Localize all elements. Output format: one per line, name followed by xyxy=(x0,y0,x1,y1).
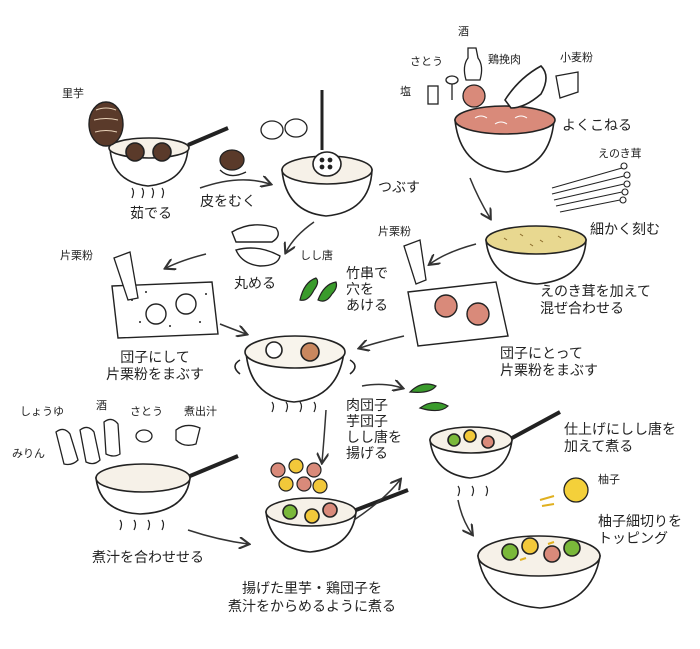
label-dango-ni-totte: 団子にとって片栗粉をまぶす xyxy=(500,346,598,379)
salt-shaker-icon xyxy=(427,85,439,105)
mirin-bottle-icon xyxy=(79,426,101,465)
label-satoimo: 里芋 xyxy=(62,87,84,100)
label-satou: さとう xyxy=(410,55,443,68)
label-sake: 酒 xyxy=(458,25,469,38)
serving-bowl-icon xyxy=(477,535,601,609)
flow-arrows xyxy=(166,178,490,544)
label-ageru: 肉団子芋団子しし唐を揚げる xyxy=(346,398,402,462)
fried-balls-icon xyxy=(270,458,328,494)
label-yuzu-topping: 柚子細切りをトッピング xyxy=(598,514,682,547)
label-yoku-koneru: よくこねる xyxy=(562,118,632,134)
shishito-pepper-2-icon xyxy=(408,383,449,412)
label-shio: 塩 xyxy=(400,85,411,98)
label-marumeru: 丸める xyxy=(234,276,276,292)
mashing-pot-icon xyxy=(281,90,373,217)
label-shiage: 仕上げにしし唐を加えて煮る xyxy=(564,422,676,455)
sugar-spoon-icon xyxy=(445,75,459,100)
hands-rolling-icon xyxy=(231,224,281,267)
label-kawa-wo-muku: 皮をむく xyxy=(200,194,256,210)
simmer-pan-icon xyxy=(265,488,409,553)
mixing-bowl-icon xyxy=(454,65,556,173)
ground-chicken-icon xyxy=(462,84,486,108)
frying-pot-icon xyxy=(234,335,356,413)
label-tsubusu: つぶす xyxy=(378,180,420,196)
label-agetatta: 揚げた里芋・鶏団子を煮汁をからめるように煮る xyxy=(228,581,396,615)
dashi-jug-icon xyxy=(175,424,201,446)
sugar-spoon-2-icon xyxy=(135,429,153,443)
label-nidashi: 煮出汁 xyxy=(184,405,217,418)
starch-bag-left-icon xyxy=(113,251,139,301)
label-sake-2: 酒 xyxy=(96,399,107,412)
label-shoyu: しょうゆ xyxy=(20,405,64,418)
finishing-pan-icon xyxy=(429,410,561,497)
label-toriniku: 鶏挽肉 xyxy=(488,53,521,66)
label-satou-2: さとう xyxy=(130,405,163,418)
label-yuzu: 柚子 xyxy=(598,473,620,486)
enoki-mushroom-icon xyxy=(551,162,631,213)
label-komakaku-kizamu: 細かく刻む xyxy=(590,222,660,238)
starch-bag-right-icon xyxy=(403,239,427,285)
label-nijiru-awaseru: 煮汁を合わせせる xyxy=(92,550,204,566)
label-komugiko: 小麦粉 xyxy=(560,51,593,64)
boiling-pot-icon xyxy=(108,126,229,199)
sake-bottle-2-icon xyxy=(103,418,121,457)
flour-bag-icon xyxy=(555,71,579,99)
sake-bottle-icon xyxy=(463,47,483,81)
enoki-bowl-icon xyxy=(485,225,587,285)
label-shishito: しし唐 xyxy=(300,249,333,262)
starch-tray-left-icon xyxy=(111,281,219,339)
label-mirin: みりん xyxy=(12,447,45,460)
sauce-pan-icon xyxy=(95,454,239,531)
starch-tray-right-icon xyxy=(407,281,509,347)
shoyu-bottle-icon xyxy=(55,428,79,466)
label-enoki-kuwaete: えのき茸を加えて混ぜ合わせる xyxy=(540,284,651,317)
yuzu-icon xyxy=(539,477,589,507)
label-katakuriko-left: 片栗粉 xyxy=(60,249,93,262)
label-yuderu: 茹でる xyxy=(130,206,172,222)
label-dango-ni-shite: 団子にして片栗粉をまぶす xyxy=(106,350,204,383)
label-takegushi: 竹串で穴をあける xyxy=(346,266,388,314)
label-enoki: えのき茸 xyxy=(598,147,642,160)
peeled-taro-icon xyxy=(219,118,308,177)
taro-icon xyxy=(88,101,124,147)
shishito-pepper-icon xyxy=(299,277,338,302)
label-katakuriko-right: 片栗粉 xyxy=(378,225,411,238)
